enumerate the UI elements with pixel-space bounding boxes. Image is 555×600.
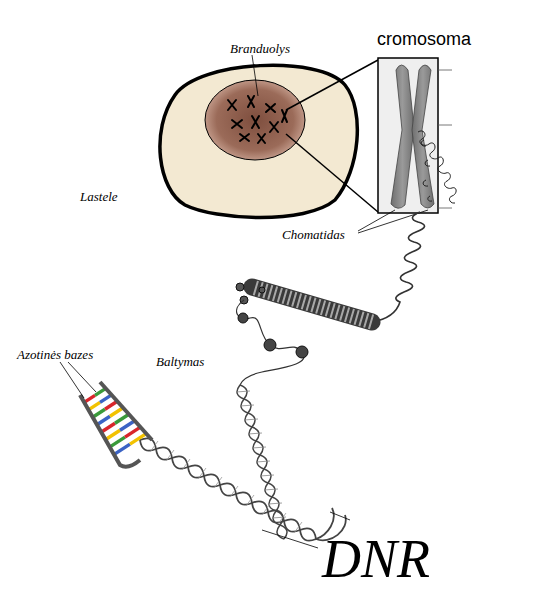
nucleosome <box>238 313 308 358</box>
part-label: Azotinės bazes <box>17 348 93 361</box>
chromosome-frame <box>378 58 438 213</box>
part-label: Baltymas <box>156 355 204 368</box>
chromatid <box>391 65 414 208</box>
leader-line <box>252 55 258 96</box>
helix-rungs <box>236 391 286 518</box>
nucleosome-loops <box>236 283 265 304</box>
helix-rungs <box>150 441 302 533</box>
chromatin-fiber <box>252 287 372 322</box>
nucleus <box>205 80 305 160</box>
zoom-line <box>286 60 378 110</box>
leader-line <box>262 530 318 548</box>
leader-line <box>60 362 84 398</box>
diagram-label: DNR <box>322 532 430 586</box>
chromatid <box>412 65 434 208</box>
double-helix <box>237 385 287 539</box>
chromatin-coil <box>418 131 456 203</box>
chromatin-fiber <box>252 287 372 322</box>
part-label: Branduolys <box>230 42 290 55</box>
zoom-line <box>286 134 378 212</box>
ladder-strands <box>80 382 152 467</box>
leader-line <box>330 512 350 520</box>
frame-ticks <box>438 70 452 208</box>
leader-line <box>68 362 96 392</box>
leader-line <box>358 210 395 231</box>
chromosome-title: cromosoma <box>377 30 471 48</box>
part-label: Lastele <box>80 190 118 203</box>
dna-string <box>237 300 304 385</box>
coiled-fiber <box>372 212 425 322</box>
double-helix <box>140 438 346 540</box>
nucleus-chromosomes <box>228 96 287 143</box>
part-label: Chomatidas <box>282 228 345 241</box>
